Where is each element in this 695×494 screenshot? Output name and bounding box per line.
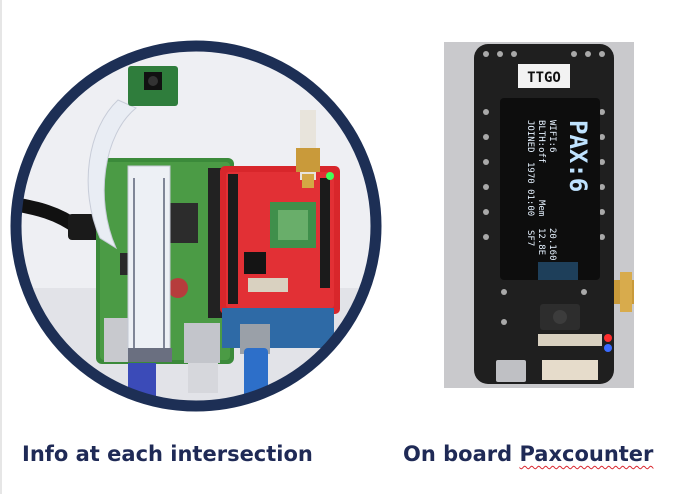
arduino-board xyxy=(222,308,334,348)
oled-line: SF7 xyxy=(525,230,535,246)
oled-line: 20.160 xyxy=(547,228,557,261)
photo-frame-ring xyxy=(10,40,382,412)
caption-prefix: On board xyxy=(403,442,520,466)
camera-module-icon xyxy=(128,66,178,106)
oled-line: Mem xyxy=(536,200,546,216)
led-indicator-icon xyxy=(604,334,612,342)
oled-line: 1970 01:00 xyxy=(525,162,535,216)
oled-display xyxy=(500,98,600,280)
oled-line: WIFI:6 xyxy=(547,120,557,153)
camera-ribbon-cable xyxy=(87,99,172,362)
oled-line: 12.8E xyxy=(536,228,546,255)
board-label: TTGO xyxy=(527,70,561,86)
lora-shield xyxy=(220,166,340,314)
usb-port xyxy=(496,360,526,382)
caption-intersection-info: Info at each intersection xyxy=(22,442,313,466)
left-edge-rule xyxy=(0,0,2,494)
caption-paxcounter-word: Paxcounter xyxy=(519,442,654,466)
antenna-icon xyxy=(296,110,320,188)
intersection-hardware-photo xyxy=(10,40,382,412)
caption-onboard-paxcounter: On board Paxcounter xyxy=(403,437,653,471)
oled-line: JOINED xyxy=(525,120,535,153)
paxcounter-device-photo: TTGO PAX:6 WIFI:6 BLTH:off JOINED 1970 0… xyxy=(444,42,634,388)
board-label-plate xyxy=(518,64,570,88)
oled-headline: PAX:6 xyxy=(564,120,592,192)
oled-line: BLTH:off xyxy=(536,120,546,163)
usb-cable xyxy=(244,348,268,398)
